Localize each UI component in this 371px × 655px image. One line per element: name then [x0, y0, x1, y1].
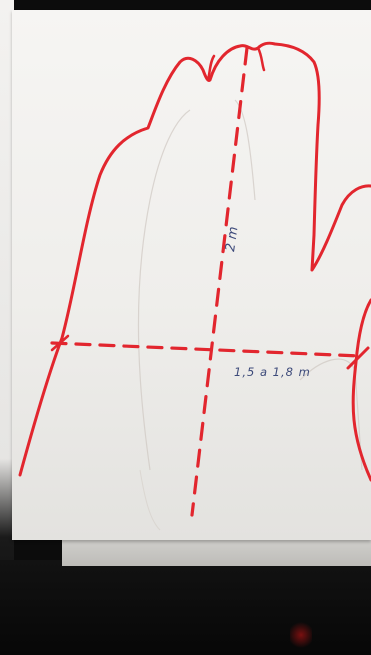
finger-gap-right	[256, 46, 266, 72]
paper-sheet	[12, 10, 371, 540]
horizontal-dashed-line	[50, 341, 362, 358]
right-tick-mark	[346, 346, 370, 370]
pencil-sketch-wrist	[139, 469, 161, 531]
finger-gap-left	[206, 54, 216, 82]
red-object-in-shadow	[290, 620, 312, 650]
horizontal-measure-label: 1,5 a 1,8 m	[234, 365, 311, 379]
pencil-sketch-outline	[137, 99, 363, 471]
vertical-dashed-line	[190, 46, 249, 517]
hand-outline	[18, 41, 371, 477]
thumb-edge-right	[351, 298, 371, 482]
vertical-measure-label: 2 m	[223, 226, 241, 253]
background-wall	[0, 0, 14, 655]
